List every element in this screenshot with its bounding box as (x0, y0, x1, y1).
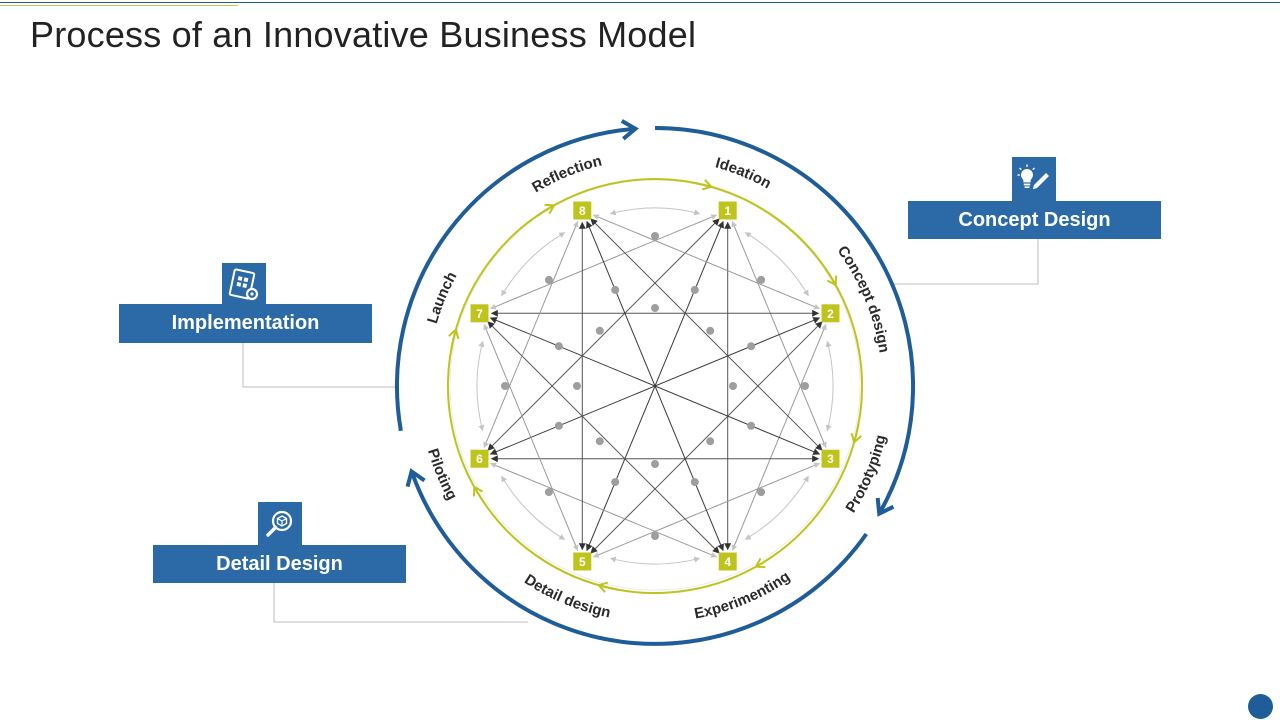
connection-web (483, 214, 827, 558)
web-node (757, 275, 766, 284)
top-accent-rule (0, 5, 238, 6)
step-marker-8: 8 (573, 201, 592, 220)
implementation-box: Implementation (119, 304, 372, 343)
concept-design-label: Concept Design (958, 208, 1111, 231)
web-node (706, 326, 715, 335)
web-line-4-7 (487, 321, 720, 554)
svg-text:2: 2 (827, 307, 834, 321)
concept-design-box: Concept Design (908, 201, 1161, 239)
web-node (595, 437, 604, 446)
neighbor-arrow-4 (609, 556, 701, 565)
outer-ring-arc-1 (654, 126, 916, 513)
detail-design-label: Detail Design (216, 552, 343, 575)
web-node (690, 478, 699, 487)
cycle-arc-2 (824, 268, 864, 442)
concept-connector (890, 238, 1039, 285)
step-marker-5: 5 (573, 552, 592, 571)
implementation-label: Implementation (171, 312, 320, 334)
cycle-arc-5 (473, 487, 618, 591)
svg-text:4: 4 (724, 555, 731, 569)
outer-ring-arrowhead-2 (405, 468, 426, 488)
web-node (554, 421, 563, 430)
magnifier-cube-icon (256, 500, 304, 548)
step-marker-2: 2 (821, 304, 840, 323)
web-line-1-6 (487, 218, 720, 451)
detail-connector (273, 582, 528, 623)
web-node (573, 382, 581, 390)
web-nodes (501, 232, 809, 540)
neighbor-arrow-8 (609, 207, 701, 216)
web-node (651, 232, 659, 240)
web-node (611, 478, 620, 487)
step-marker-7: 7 (470, 304, 489, 323)
web-node (690, 285, 699, 294)
step-marker-1: 1 (718, 201, 737, 220)
implementation-connector (242, 342, 398, 388)
cycle-arc-3 (756, 423, 860, 568)
inner-circle (449, 179, 861, 591)
web-line-6-8 (483, 220, 579, 449)
neighbor-arrow-2 (825, 340, 834, 432)
web-node (747, 342, 756, 351)
web-node (729, 382, 737, 390)
outer-ring-arc-3 (395, 127, 633, 432)
cycle-arc-4 (599, 555, 773, 595)
cycle-arc-1 (692, 181, 837, 285)
step-label-piloting: Piloting (424, 447, 460, 503)
outer-ring-arrowhead-3 (620, 119, 639, 141)
lightbulb-pencil-icon (1010, 155, 1058, 203)
web-node (651, 532, 659, 540)
web-node (544, 488, 553, 497)
web-node (544, 275, 553, 284)
web-line-4-8 (586, 220, 724, 552)
cycle-arc-7 (450, 204, 554, 349)
neighbor-arrow-5 (501, 475, 566, 540)
step-marker-6: 6 (470, 449, 489, 468)
web-node (611, 285, 620, 294)
web-node (747, 421, 756, 430)
neighbor-arrow-1 (744, 232, 809, 297)
web-node (757, 488, 766, 497)
svg-text:1: 1 (724, 204, 731, 218)
web-node (651, 460, 659, 468)
web-node (706, 437, 715, 446)
cycle-arcs (446, 177, 864, 595)
step-markers: 1 2 3 4 5 6 7 8 (470, 201, 840, 571)
cycle-arc-6 (446, 330, 486, 504)
slide-title: Process of an Innovative Business Model (30, 14, 697, 55)
step-label-prototyping: Prototyping (842, 433, 889, 516)
neighbor-arrow-7 (501, 232, 566, 297)
web-node (501, 382, 509, 390)
cycle-arrowhead-8 (701, 179, 714, 191)
web-line-2-5 (590, 321, 823, 554)
web-node (554, 342, 563, 351)
web-node (801, 382, 809, 390)
step-marker-3: 3 (821, 449, 840, 468)
blueprint-gear-icon (220, 261, 268, 309)
step-label-launch: Launch (424, 269, 460, 326)
svg-text:7: 7 (476, 307, 483, 321)
web-line-2-8 (592, 214, 821, 310)
outer-ring-arrowhead-1 (875, 497, 895, 517)
slide-nav-dot[interactable] (1248, 694, 1273, 719)
step-label-ideation: Ideation (714, 154, 774, 192)
neighbor-arrow-6 (476, 340, 485, 432)
svg-text:5: 5 (579, 555, 586, 569)
neighbor-arrow-3 (744, 475, 809, 540)
web-node (595, 326, 604, 335)
detail-design-box: Detail Design (153, 545, 406, 583)
top-rule (0, 2, 1280, 3)
svg-text:8: 8 (579, 204, 586, 218)
step-marker-4: 4 (718, 552, 737, 571)
cycle-arc-8 (537, 177, 711, 217)
svg-text:3: 3 (827, 452, 834, 466)
outer-ring (395, 119, 916, 646)
web-line-3-8 (590, 218, 823, 451)
web-node (651, 304, 659, 312)
svg-text:6: 6 (476, 452, 483, 466)
outer-ring-arc-2 (410, 473, 868, 646)
